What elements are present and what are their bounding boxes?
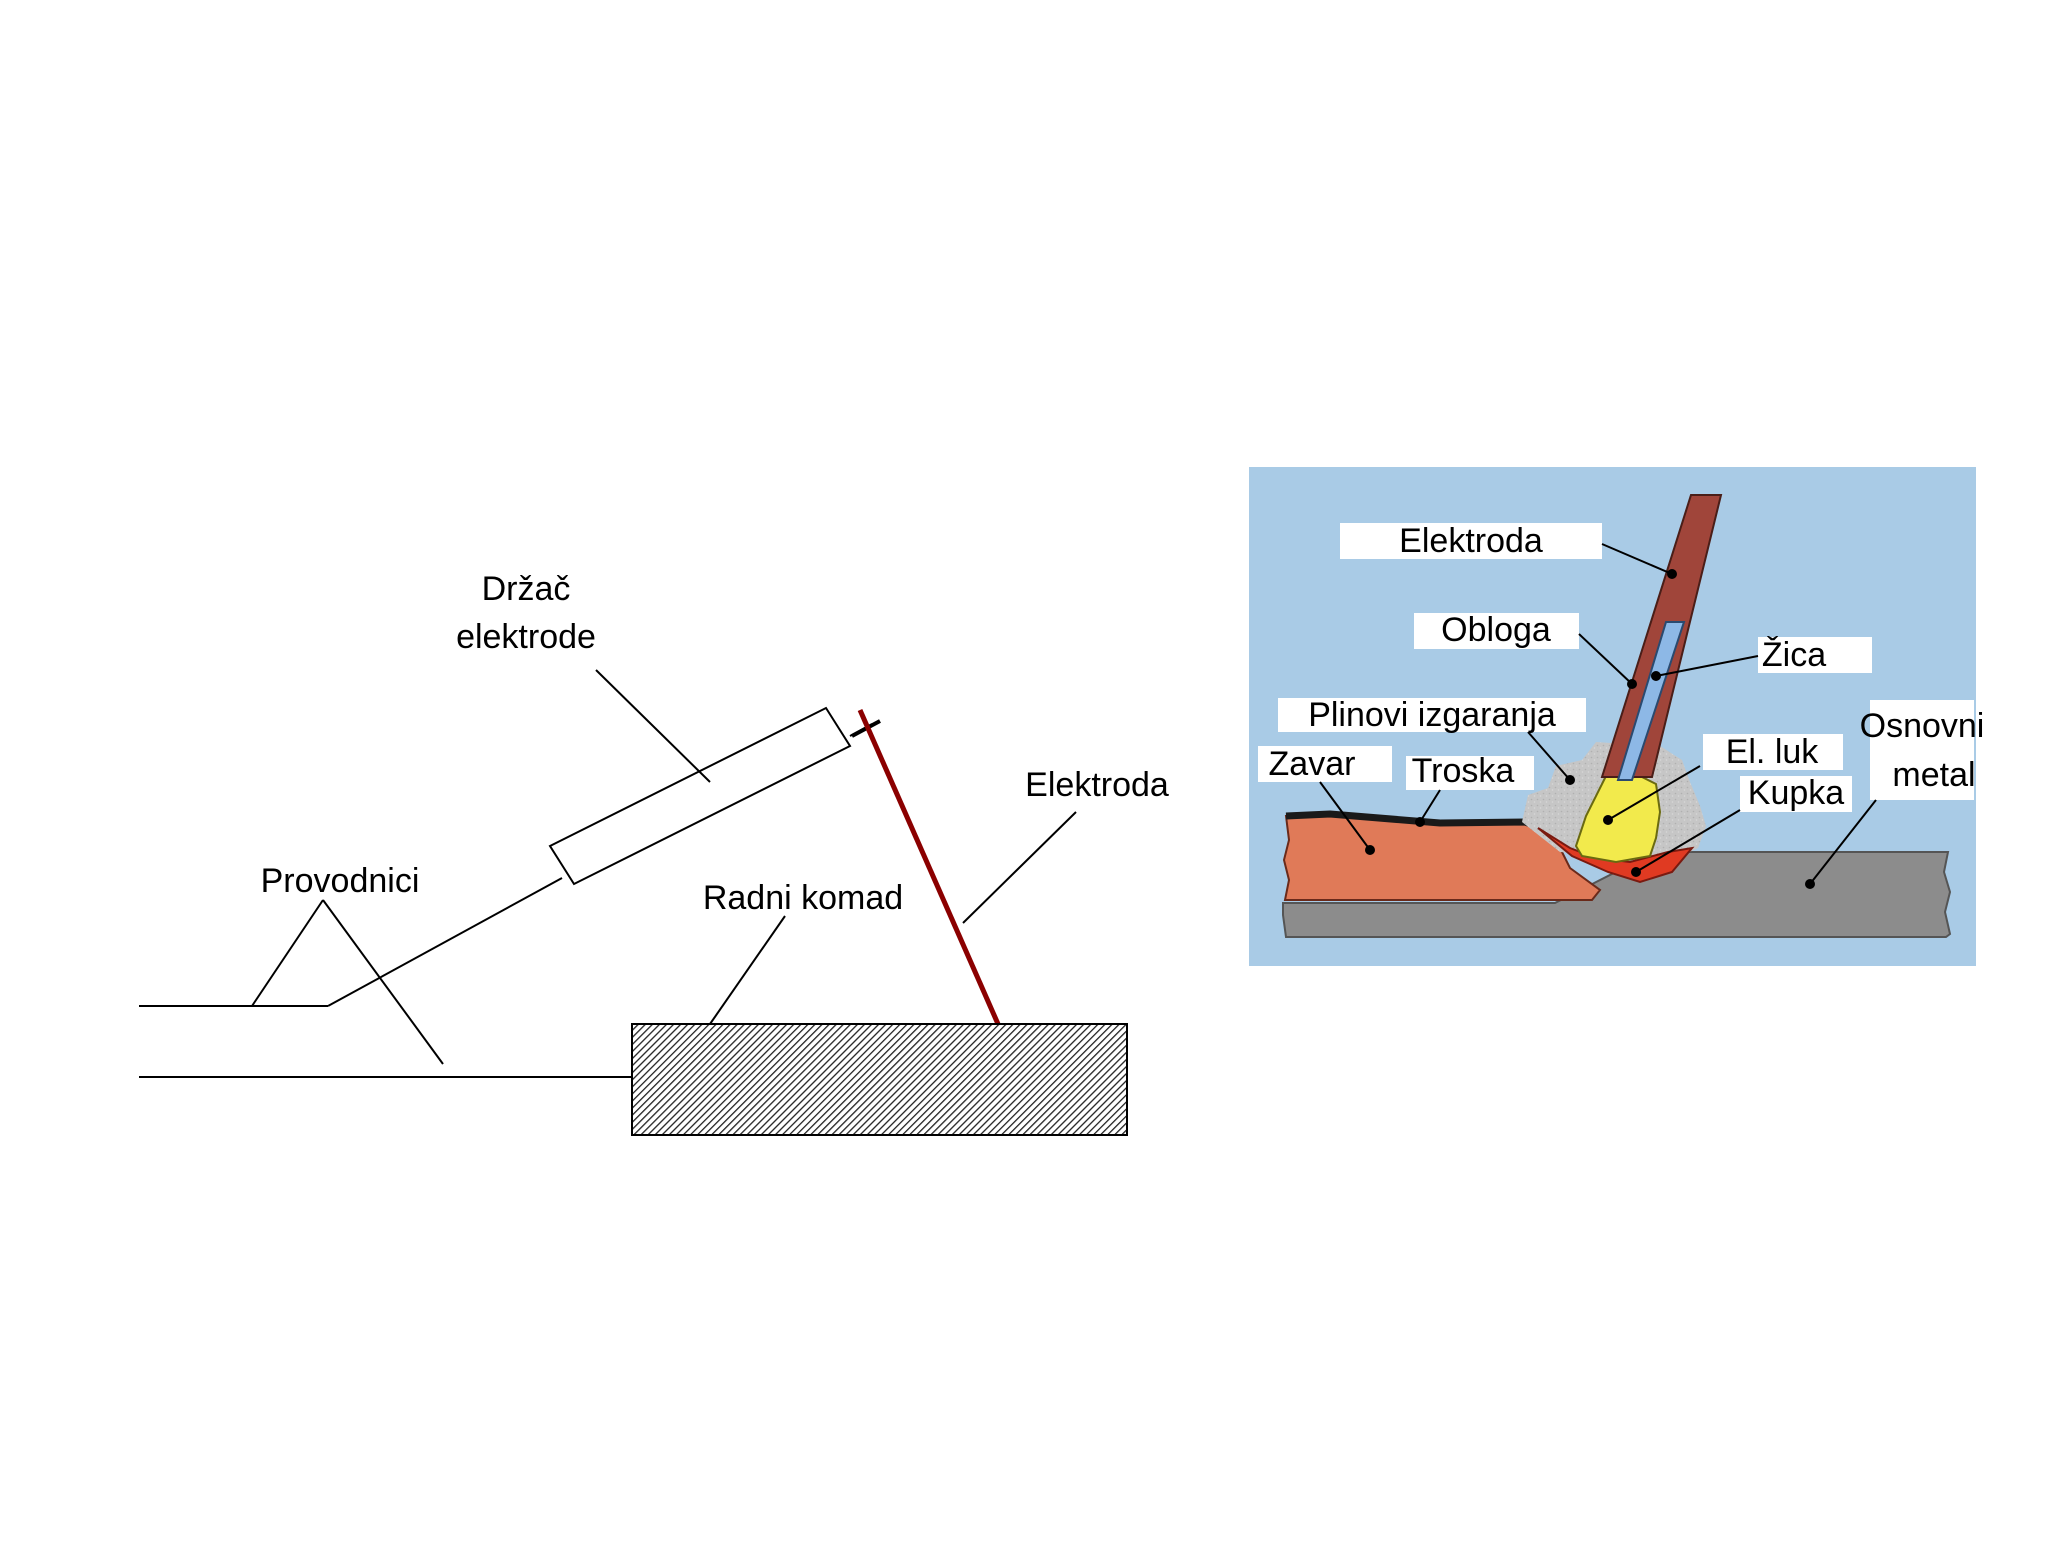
- electrode-wire: [1616, 621, 1686, 781]
- conductors-leader-right: [322, 899, 444, 1065]
- wire-label-bg: [1758, 637, 1872, 673]
- coating-label-bg: [1414, 613, 1579, 649]
- gases-label-bg: [1278, 698, 1586, 732]
- coating-label: Obloga: [1441, 611, 1551, 649]
- right-diagram: Elektroda Obloga Žica Plinovi izgaranja …: [1249, 467, 1984, 966]
- arc-leader: [1607, 765, 1701, 821]
- slag-dot: [1415, 817, 1425, 827]
- pool-label: Kupka: [1748, 774, 1844, 812]
- workpiece-leader: [709, 915, 786, 1025]
- slag-leader: [1419, 789, 1441, 823]
- base-metal-label-line1: Osnovni: [1860, 707, 1985, 745]
- electrode-label: Elektroda: [1025, 766, 1169, 804]
- coating-leader: [1578, 633, 1633, 685]
- slag-label-bg: [1406, 756, 1534, 790]
- slag-label: Troska: [1412, 752, 1515, 790]
- weld-leader: [1319, 781, 1371, 851]
- base-metal-leader: [1809, 799, 1877, 885]
- electrode-leader-right: [1601, 543, 1673, 575]
- workpiece-label: Radni komad: [703, 879, 903, 917]
- wire-leader: [1655, 655, 1759, 677]
- electrode-holder: [548, 706, 852, 886]
- pool-dot: [1631, 867, 1641, 877]
- wire-dot: [1651, 671, 1661, 681]
- gases-leader: [1527, 731, 1571, 781]
- arc-label-bg: [1703, 734, 1843, 770]
- conductors-leader-left: [251, 899, 324, 1007]
- arc-dot: [1603, 815, 1613, 825]
- arc-label: El. luk: [1726, 733, 1820, 771]
- left-diagram: Držač elektrode Elektroda Provodnici Rad…: [139, 570, 1169, 1136]
- upper-conductor-diagonal: [327, 877, 563, 1007]
- base-metal-label-line2: metal: [1892, 756, 1975, 794]
- electrode-label-bg: [1340, 523, 1602, 559]
- electrode-rod: [857, 708, 1001, 1026]
- base-metal-label-bg: [1870, 700, 1974, 800]
- arc-flame: [1574, 768, 1662, 864]
- holder-leader: [595, 669, 711, 783]
- coating-dot: [1627, 679, 1637, 689]
- electrode-leader: [962, 811, 1077, 924]
- pool-leader: [1635, 809, 1741, 873]
- workpiece: [631, 1023, 1128, 1136]
- gases-label: Plinovi izgaranja: [1308, 696, 1556, 734]
- base-metal-dot: [1805, 879, 1815, 889]
- wire-label: Žica: [1762, 636, 1826, 674]
- holder-label-line2: elektrode: [456, 618, 596, 656]
- electrode-label-right: Elektroda: [1399, 522, 1543, 560]
- weld-dot: [1365, 845, 1375, 855]
- gases-dot: [1565, 775, 1575, 785]
- electrode-dot: [1667, 569, 1677, 579]
- weld-label: Zavar: [1269, 745, 1356, 783]
- holder-label-line1: Držač: [482, 570, 571, 608]
- conductors-label: Provodnici: [261, 862, 420, 900]
- pool-label-bg: [1740, 776, 1852, 812]
- weld-label-bg: [1258, 746, 1392, 782]
